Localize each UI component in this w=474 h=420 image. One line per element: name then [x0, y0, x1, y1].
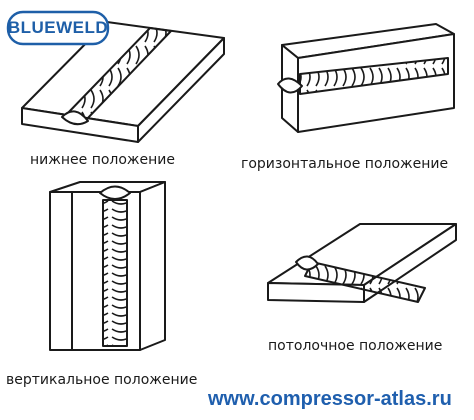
label-vertical: вертикальное положение — [6, 372, 198, 388]
flat-plate-side — [137, 37, 225, 143]
vertical-position-illustration — [49, 181, 166, 351]
horizontal-position-illustration — [277, 23, 455, 133]
vertical-weld-bead — [102, 199, 128, 347]
site-url[interactable]: www.compressor-atlas.ru — [208, 388, 452, 410]
horizontal-weld-end — [277, 77, 303, 94]
flat-position-illustration — [21, 21, 225, 143]
overhead-weld-end — [295, 255, 319, 271]
label-horizontal: горизонтальное положение — [241, 156, 449, 172]
blueweld-logo: BLUEWELD — [6, 10, 110, 46]
label-flat: нижнее положение — [30, 152, 176, 168]
logo-frame — [6, 10, 110, 46]
flat-weld-end — [61, 110, 89, 126]
vertical-plate-side — [139, 181, 166, 351]
label-overhead: потолочное положение — [268, 338, 443, 354]
overhead-weld-bead — [304, 261, 426, 303]
logo-text: BLUEWELD — [7, 18, 109, 37]
overhead-position-illustration — [267, 223, 457, 303]
vertical-weld-end — [99, 185, 131, 200]
